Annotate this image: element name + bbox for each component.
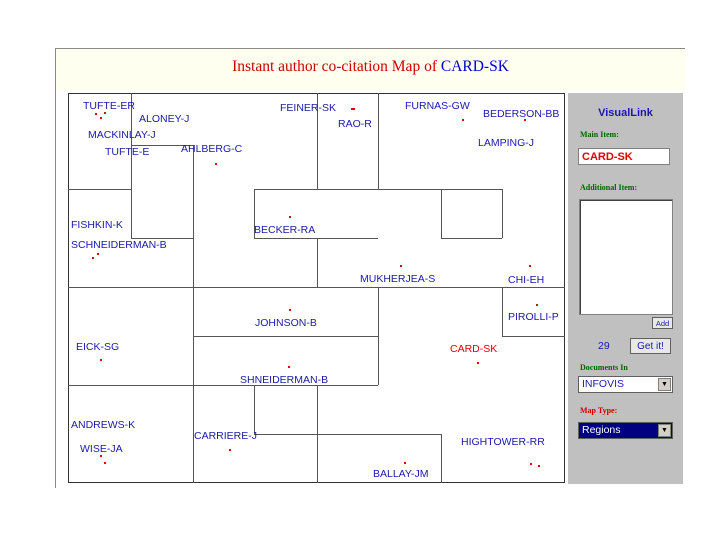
author-marker — [215, 163, 217, 165]
author-marker — [104, 462, 106, 464]
author-label-shneiderman-b[interactable]: SHNEIDERMAN-B — [240, 374, 329, 386]
get-it-button[interactable]: Get it! — [630, 338, 671, 354]
author-marker — [477, 362, 479, 364]
map-type-label: Map Type: — [580, 406, 618, 415]
author-label-ballay-jm[interactable]: BALLAY-JM — [373, 468, 429, 480]
author-label-eick-sg[interactable]: EICK-SG — [76, 341, 120, 353]
author-label-hightower-rr[interactable]: HIGHTOWER-RR — [461, 436, 545, 448]
additional-items-field[interactable] — [579, 199, 673, 315]
panel-title: VisualLink — [598, 107, 653, 119]
author-label-bederson-bb[interactable]: BEDERSON-BB — [483, 108, 560, 120]
author-marker — [351, 108, 355, 110]
dropdown-arrow-icon: ▼ — [658, 424, 671, 437]
author-marker — [97, 253, 99, 255]
author-label-chi-eh[interactable]: CHI-EH — [508, 274, 545, 286]
author-marker — [289, 309, 291, 311]
app-window: Instant author co-citation Map of CARD-S… — [55, 48, 685, 488]
map-type-value: Regions — [582, 424, 621, 436]
author-label-ahlberg-c[interactable]: AHLBERG-C — [181, 143, 243, 155]
author-marker — [404, 462, 406, 464]
author-label-carriere-j[interactable]: CARRIERE-J — [194, 430, 258, 442]
visuallink-panel: VisualLink Main Item: CARD-SK Additional… — [568, 93, 683, 484]
author-marker — [288, 366, 290, 368]
author-marker — [529, 265, 531, 267]
cocitation-map: TUFTE-ER ALONEY-J MACKINLAY-J TUFTE-E AH… — [68, 93, 565, 484]
additional-items-label: Additional Item: — [580, 183, 638, 192]
author-label-card-sk[interactable]: CARD-SK — [450, 343, 498, 355]
author-label-tufte-er[interactable]: TUFTE-ER — [83, 100, 135, 112]
author-marker — [538, 465, 540, 467]
author-marker — [92, 257, 94, 259]
author-label-johnson-b[interactable]: JOHNSON-B — [255, 317, 317, 329]
author-label-aloney-j[interactable]: ALONEY-J — [139, 113, 190, 125]
page-title: Instant author co-citation Map of CARD-S… — [56, 58, 685, 76]
author-label-pirolli-p[interactable]: PIROLLI-P — [508, 311, 559, 323]
document-count: 29 — [598, 340, 610, 352]
title-highlight: CARD-SK — [440, 58, 509, 75]
main-item-field[interactable]: CARD-SK — [578, 148, 670, 165]
main-item-label: Main Item: — [580, 130, 619, 139]
title-bar: Instant author co-citation Map of CARD-S… — [56, 49, 685, 91]
author-marker — [100, 359, 102, 361]
map-type-select[interactable]: Regions ▼ — [578, 422, 673, 439]
author-marker — [229, 449, 231, 451]
author-label-rao-r[interactable]: RAO-R — [338, 118, 372, 130]
author-label-andrews-k[interactable]: ANDREWS-K — [71, 419, 136, 431]
region-borders — [68, 93, 565, 483]
documents-in-label: Documents In — [580, 363, 628, 372]
author-marker — [530, 463, 532, 465]
add-button[interactable]: Add — [652, 317, 673, 329]
author-marker — [104, 112, 106, 114]
author-label-schneiderman-b[interactable]: SCHNEIDERMAN-B — [71, 239, 167, 251]
author-label-becker-ra[interactable]: BECKER-RA — [254, 224, 316, 236]
author-label-mackinlay-j[interactable]: MACKINLAY-J — [88, 129, 156, 141]
title-prefix: Instant author co-citation Map of — [232, 58, 441, 75]
author-label-lamping-j[interactable]: LAMPING-J — [478, 137, 535, 149]
author-marker — [100, 455, 102, 457]
author-label-feiner-sk[interactable]: FEINER-SK — [280, 102, 337, 114]
author-marker — [100, 117, 102, 119]
documents-in-select[interactable]: INFOVIS ▼ — [578, 376, 673, 393]
dropdown-arrow-icon: ▼ — [658, 378, 671, 391]
author-marker — [524, 119, 526, 121]
author-label-mukherjea-s[interactable]: MUKHERJEA-S — [360, 273, 436, 285]
author-marker — [400, 265, 402, 267]
author-marker — [462, 119, 464, 121]
documents-in-value: INFOVIS — [582, 378, 625, 390]
author-label-tufte-e[interactable]: TUFTE-E — [105, 146, 150, 158]
author-marker — [95, 113, 97, 115]
author-label-fishkin-k[interactable]: FISHKIN-K — [71, 219, 123, 231]
author-marker — [289, 216, 291, 218]
author-marker — [536, 304, 538, 306]
author-label-wise-ja[interactable]: WISE-JA — [80, 443, 123, 455]
author-label-furnas-gw[interactable]: FURNAS-GW — [405, 100, 470, 112]
